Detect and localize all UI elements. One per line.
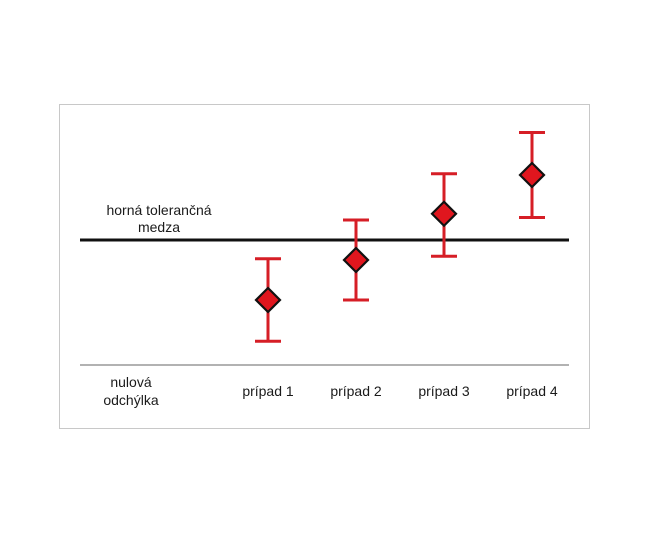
chart-frame (59, 104, 590, 429)
error-bars (255, 131, 545, 343)
upper-limit-label-line2: medza (138, 219, 180, 235)
category-label-4: prípad 4 (506, 383, 558, 399)
zero-deviation-label-line1: nulová (110, 374, 151, 390)
diamond-marker-4 (518, 161, 546, 189)
category-labels: prípad 1 prípad 2 prípad 3 prípad 4 (242, 383, 558, 399)
reference-lines (80, 238, 569, 366)
category-label-2: prípad 2 (330, 383, 382, 399)
diamond-marker-1 (254, 286, 282, 314)
upper-limit-label-line1: horná tolerančná (106, 202, 211, 218)
data-markers (254, 161, 546, 314)
category-label-3: prípad 3 (418, 383, 470, 399)
zero-deviation-label-line2: odchýlka (103, 392, 158, 408)
category-label-1: prípad 1 (242, 383, 294, 399)
diamond-marker-2 (342, 246, 370, 274)
diamond-marker-3 (430, 200, 458, 228)
